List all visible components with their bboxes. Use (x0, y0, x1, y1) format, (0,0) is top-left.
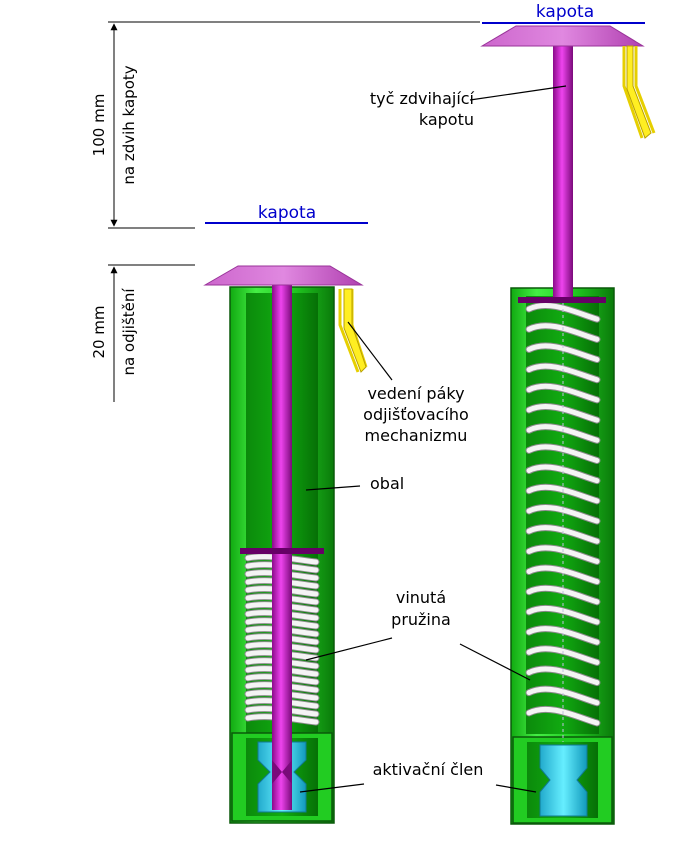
dimension-20: 20 mm na odjištění (90, 288, 138, 376)
lever-label-line1: vedení páky (367, 384, 464, 403)
housing-label: obal (370, 474, 404, 493)
left-rod (272, 285, 292, 810)
right-rod (553, 42, 573, 302)
left-lever-guide (338, 288, 368, 373)
hood-label-right: kapota (536, 2, 594, 22)
hood-label-left: kapota (258, 203, 316, 223)
spring-coil (526, 565, 600, 585)
callout-leaders (299, 85, 567, 793)
rod-label-line1: tyč zdvihající (370, 89, 475, 108)
dimension-100-value: 100 mm (90, 94, 108, 157)
spring-coil (526, 686, 600, 706)
right-cap (480, 25, 645, 47)
spring-coil (526, 464, 600, 484)
spring-coil (526, 585, 600, 605)
right-spring-plate (518, 297, 606, 303)
lever-label-line2: odjišťovacího (363, 405, 469, 424)
spring-label-line2: pružina (391, 610, 451, 629)
rod-label-line2: kapotu (419, 110, 474, 129)
right-lever-guide (622, 45, 656, 139)
spring-coil (526, 303, 600, 322)
right-unit (480, 22, 656, 825)
spring-coil (526, 363, 600, 383)
left-spring-plate (240, 548, 324, 554)
dimension-20-text: na odjištění (120, 288, 138, 376)
spring-label-line1: vinutá (396, 588, 446, 607)
spring-coil (526, 626, 600, 645)
dimension-20-value: 20 mm (90, 305, 108, 358)
right-actuator (539, 744, 588, 817)
left-cap (203, 265, 364, 286)
left-rod-notch (272, 760, 292, 784)
spring-coil (526, 404, 600, 423)
dimension-100: 100 mm na zdvih kapoty (90, 65, 138, 184)
dimension-lines (108, 21, 480, 402)
spring-coil (526, 525, 600, 544)
spring-coil (526, 504, 600, 524)
spring-coil (526, 343, 600, 363)
lever-label-line3: mechanizmu (365, 426, 468, 445)
dimension-100-text: na zdvih kapoty (120, 65, 138, 184)
actuator-label: aktivační člen (373, 760, 484, 779)
left-unit (203, 222, 368, 824)
